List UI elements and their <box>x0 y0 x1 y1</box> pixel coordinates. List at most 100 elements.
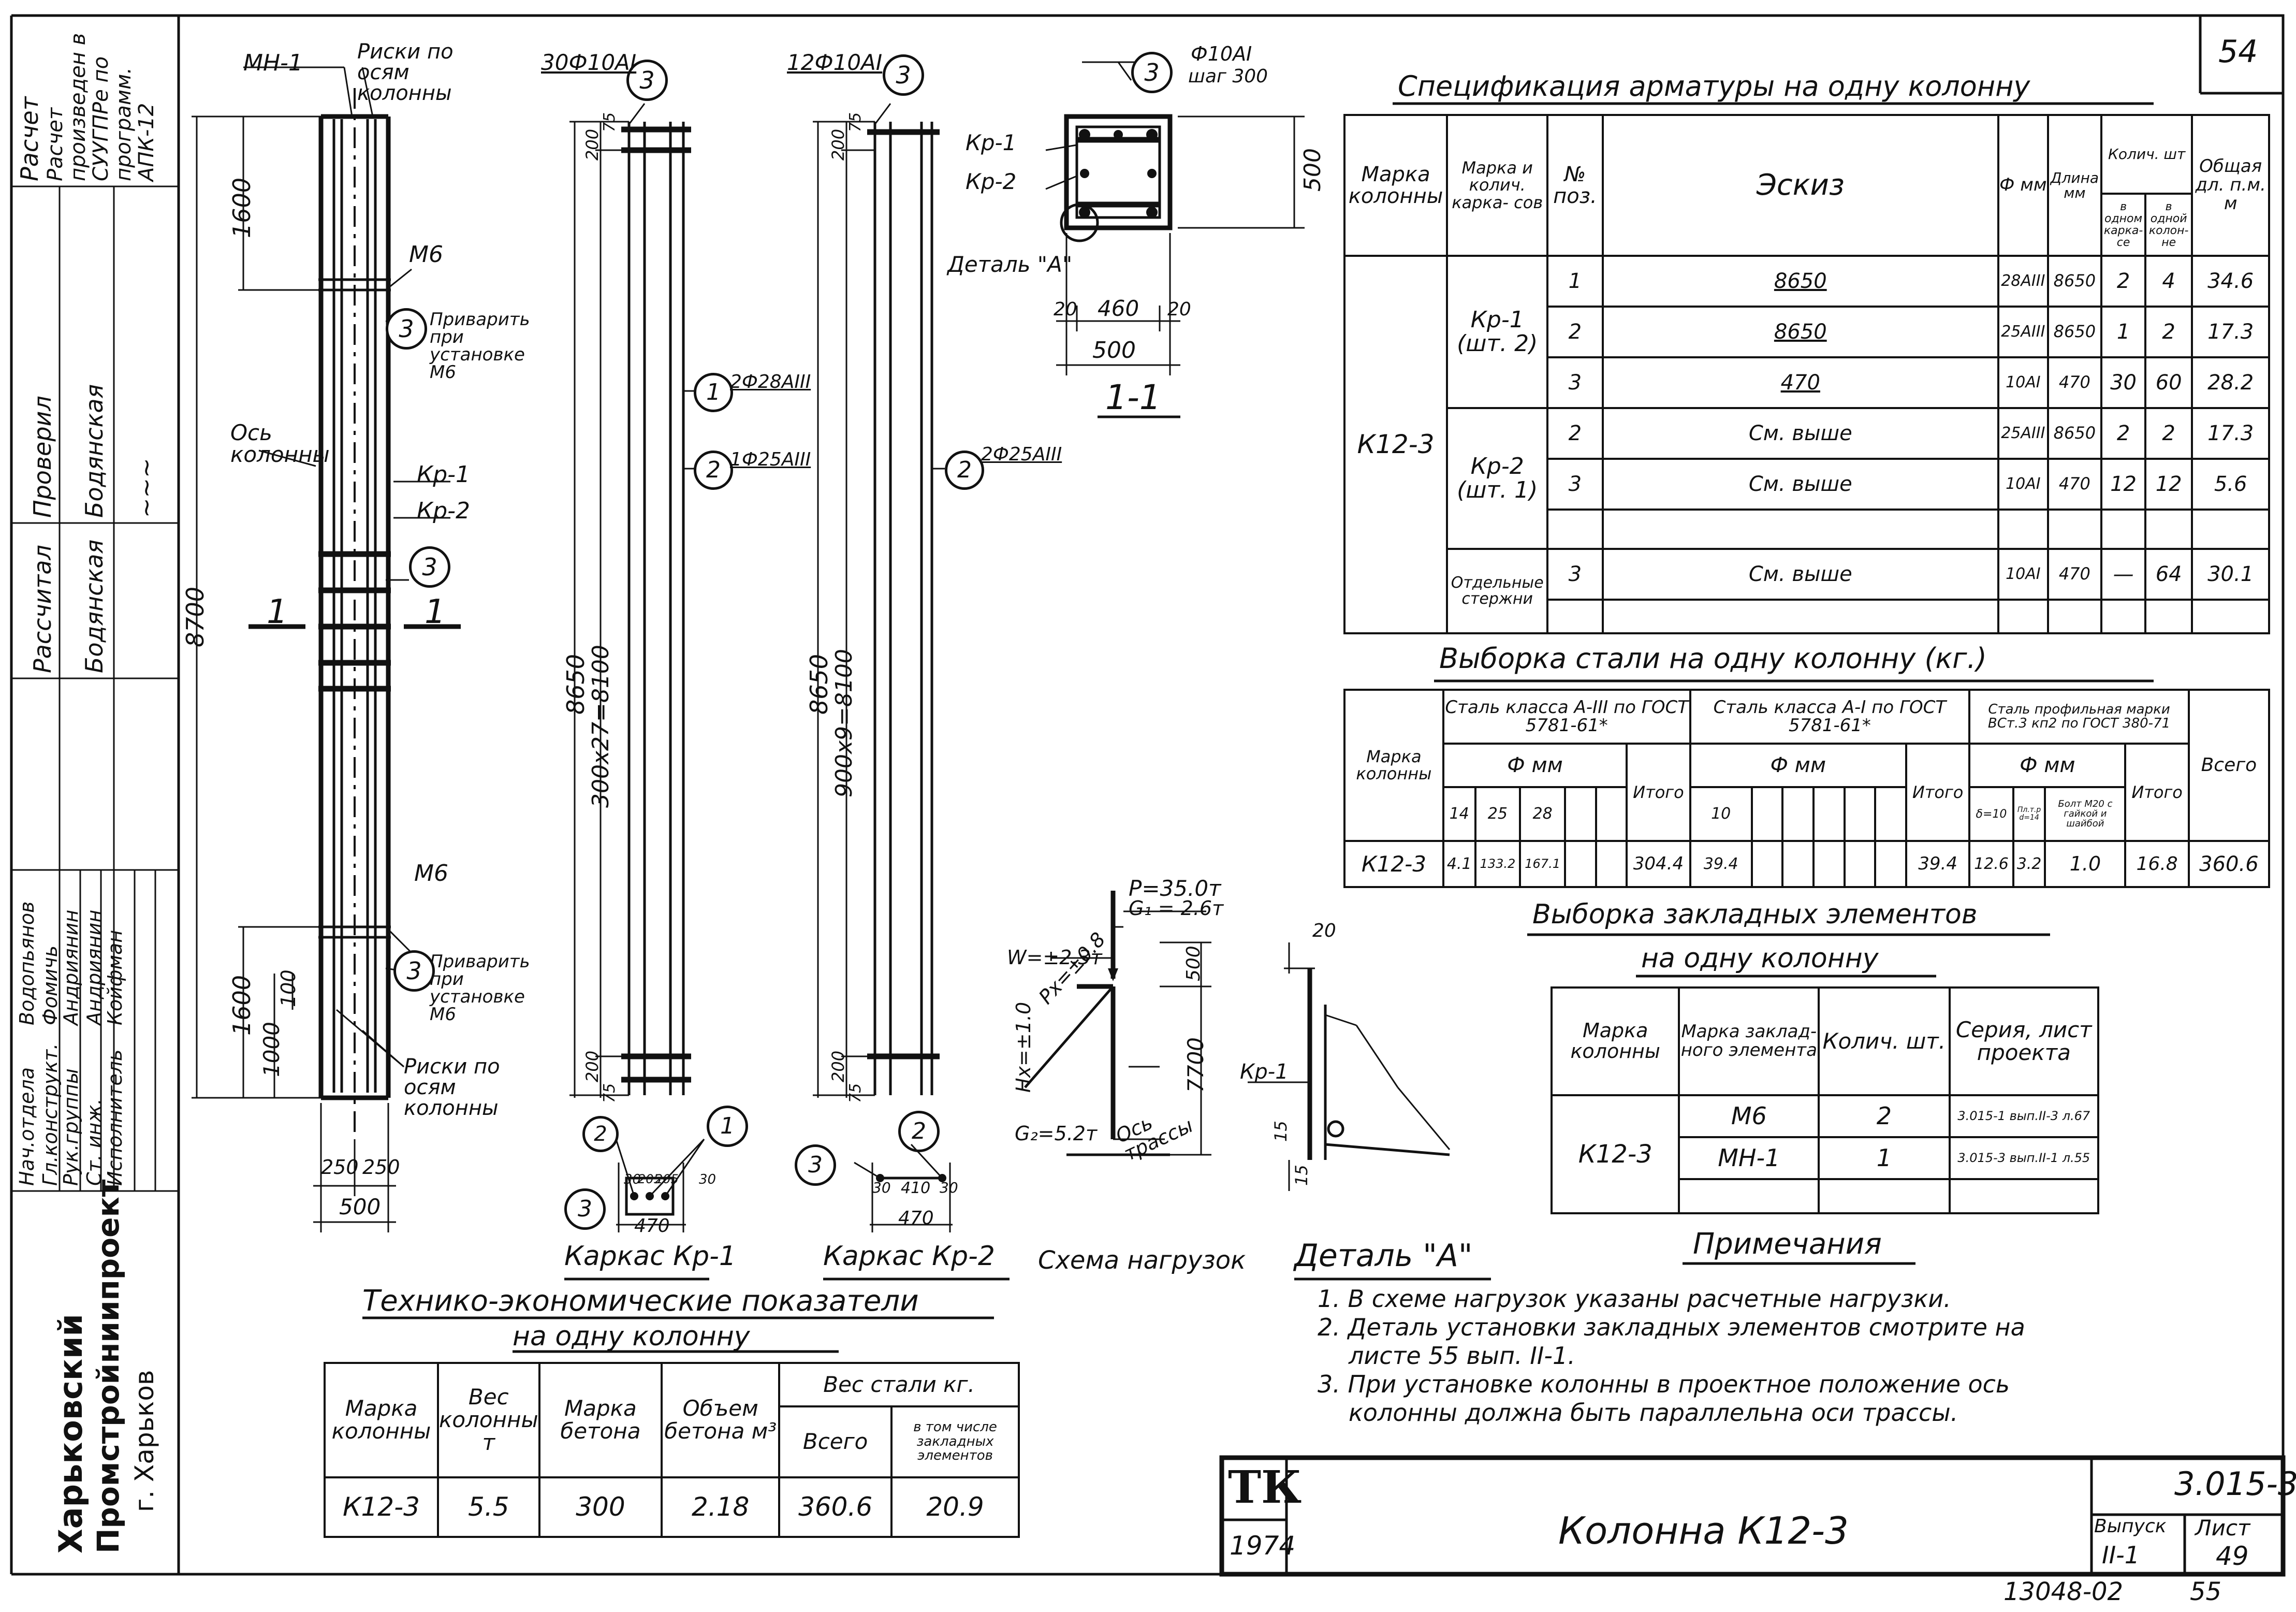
kr2-top-label: 12Ф10АI <box>787 50 883 75</box>
label-m6-bottom: М6 <box>414 860 448 887</box>
steel-col-a3 <box>1595 786 1628 843</box>
kr1-sec-total: 470 <box>634 1215 670 1237</box>
steel-val-prof: 12.6 <box>1968 840 2014 888</box>
kr1-bar1-label: 2Ф28АIII <box>730 371 811 393</box>
emb-element: М6 <box>1678 1094 1820 1138</box>
spec-h-total: Общая дл. п.м. м <box>2191 114 2270 257</box>
stamp-signature-checked: ~~~ <box>132 458 160 518</box>
load-w: W=±2.3т <box>1007 946 1102 969</box>
org-line3: г. Харьков <box>129 1370 159 1512</box>
calc-note: Расчет произведен в СУУГПРе по программ.… <box>43 33 158 181</box>
tech-h-steel-embedded: в том числе закладных элементов <box>890 1405 1020 1478</box>
stamp-name-checked: Бодянская <box>80 384 108 518</box>
sec11-kr2: Кр-2 <box>966 169 1017 194</box>
steel-h-phi-prof: Ф мм <box>1968 743 2127 788</box>
tech-h-steel: Вес стали кг. <box>778 1362 1020 1407</box>
steel-val-a1: 39.4 <box>1689 840 1753 888</box>
tech-h-concrete: Марка бетона <box>538 1362 663 1478</box>
kr2-dim-200: 200 <box>828 128 848 161</box>
cage-kr1-elevation <box>569 103 705 1232</box>
spec-q2: 2 <box>2144 406 2193 460</box>
label-kr2: Кр-2 <box>417 498 471 524</box>
kr2-dim-spacing: 900х9=8100 <box>831 649 857 797</box>
kr1-sec-callout-1: 1 <box>707 1106 748 1147</box>
steel-val-a3 <box>1564 840 1597 888</box>
logo-tk: ТК <box>1228 1461 1302 1514</box>
issue-value: II-1 <box>2102 1541 2140 1569</box>
steel-col-a1 <box>1750 786 1784 843</box>
emb-column-mark: К12-3 <box>1550 1094 1680 1215</box>
dim-1600-bottom: 1600 <box>228 975 256 1036</box>
spec-h-mark: Марка колонны <box>1343 114 1449 257</box>
tech-val-mark: К12-3 <box>324 1476 439 1538</box>
spec-q1: 2 <box>2100 406 2147 460</box>
spec-cage-separate: Отдельные стержни <box>1446 547 1549 635</box>
detail-a-kr1: Кр-1 <box>1240 1060 1289 1084</box>
sec11-kr1: Кр-1 <box>966 130 1017 155</box>
kr1-callout-2: 2 <box>694 451 733 490</box>
spec-total: 28.2 <box>2191 356 2270 409</box>
kr1-sec-dim-30a: 30 <box>624 1172 641 1187</box>
load-dim-7700: 7700 <box>1183 1037 1208 1093</box>
steel-col-a3: 25 <box>1474 786 1522 843</box>
kr1-top-label: 30Ф10АI <box>541 50 637 75</box>
spec-total: 17.3 <box>2191 406 2270 460</box>
spec-h-dia: Ф мм <box>1997 114 2049 257</box>
steel-col-prof: Пл.т.р d=14 <box>2012 786 2046 843</box>
detail-a-title: Деталь "А" <box>1294 1238 1473 1274</box>
label-weld-top: Приварить при установке М6 <box>430 309 530 383</box>
spec-q1: — <box>2100 547 2147 601</box>
spec-q2: 2 <box>2144 305 2193 358</box>
spec-dia: 28АIII <box>1997 254 2049 308</box>
emb-h-element: Марка заклад- ного элемента <box>1678 986 1820 1096</box>
kr1-callout-1: 1 <box>694 373 733 412</box>
steel-val-a1 <box>1781 840 1815 888</box>
emb-h-mark: Марка колонны <box>1550 986 1680 1096</box>
spec-dia: 10АI <box>1997 457 2049 511</box>
kr2-dim-75: 75 <box>846 112 865 132</box>
tech-val-weight: 5.5 <box>436 1476 540 1538</box>
steel-val-a1 <box>1812 840 1846 888</box>
stamp-role-4: Исполнитель <box>104 1049 126 1186</box>
kr2-sec-callout-3: 3 <box>795 1144 836 1186</box>
steel-h-itogo-a1: Итого <box>1905 743 1971 843</box>
sec11-dim-500-h: 500 <box>1092 337 1136 364</box>
sec11-dim-20a: 20 <box>1054 299 1077 320</box>
spec-q1: 2 <box>2100 254 2147 308</box>
tech-h-weight: Вес колонны т <box>436 1362 540 1478</box>
spec-dia: 10АI <box>1997 547 2049 601</box>
spec-dia: 25АIII <box>1997 305 2049 358</box>
spec-column-mark: К12-3 <box>1343 254 1449 635</box>
steel-h-itogo-a3: Итого <box>1626 743 1691 843</box>
spec-len: 8650 <box>2046 254 2103 308</box>
steel-val-a1 <box>1843 840 1877 888</box>
section-mark-left: 1 <box>267 593 288 631</box>
tech-val-concrete: 300 <box>538 1476 663 1538</box>
spec-len: 470 <box>2046 547 2103 601</box>
spec-h-pos: № поз. <box>1546 114 1604 257</box>
dim-250-a: 250 <box>321 1156 359 1179</box>
kr1-dim-200-b: 200 <box>582 1050 602 1082</box>
page-number: 55 <box>2190 1577 2222 1606</box>
note-3: 3. При установке колонны в проектное пол… <box>1318 1370 2010 1398</box>
tech-h-volume: Объем бетона м³ <box>661 1362 781 1478</box>
sheet-value: 49 <box>2216 1541 2249 1571</box>
steel-row-mark: К12-3 <box>1343 840 1444 888</box>
kr2-dim-75-b: 75 <box>846 1083 865 1103</box>
sec11-detail: Деталь "А" <box>947 252 1073 277</box>
kr1-sec-dim-30b: 30 <box>699 1172 716 1187</box>
spec-q2: 64 <box>2144 547 2193 601</box>
kr1-bar2-label: 1Ф25АIII <box>730 449 811 470</box>
sheet-label: Лист <box>2195 1515 2250 1541</box>
steel-col-prof: δ=10 <box>1968 786 2014 843</box>
stamp-name-1: Фомичь <box>39 945 62 1025</box>
tech-val-steel-embedded: 20.9 <box>890 1476 1020 1538</box>
spec-pos: 2 <box>1546 305 1604 358</box>
spec-dia: 25АIII <box>1997 406 2049 460</box>
steel-h-prof: Сталь профильная марки ВСт.3 кп2 по ГОСТ… <box>1968 688 2190 745</box>
note-1: 1. В схеме нагрузок указаны расчетные на… <box>1318 1285 1951 1313</box>
sec11-dim-460: 460 <box>1098 296 1139 321</box>
steel-val-prof: 1.0 <box>2044 840 2127 888</box>
emb-h-series: Серия, лист проекта <box>1948 986 2100 1096</box>
